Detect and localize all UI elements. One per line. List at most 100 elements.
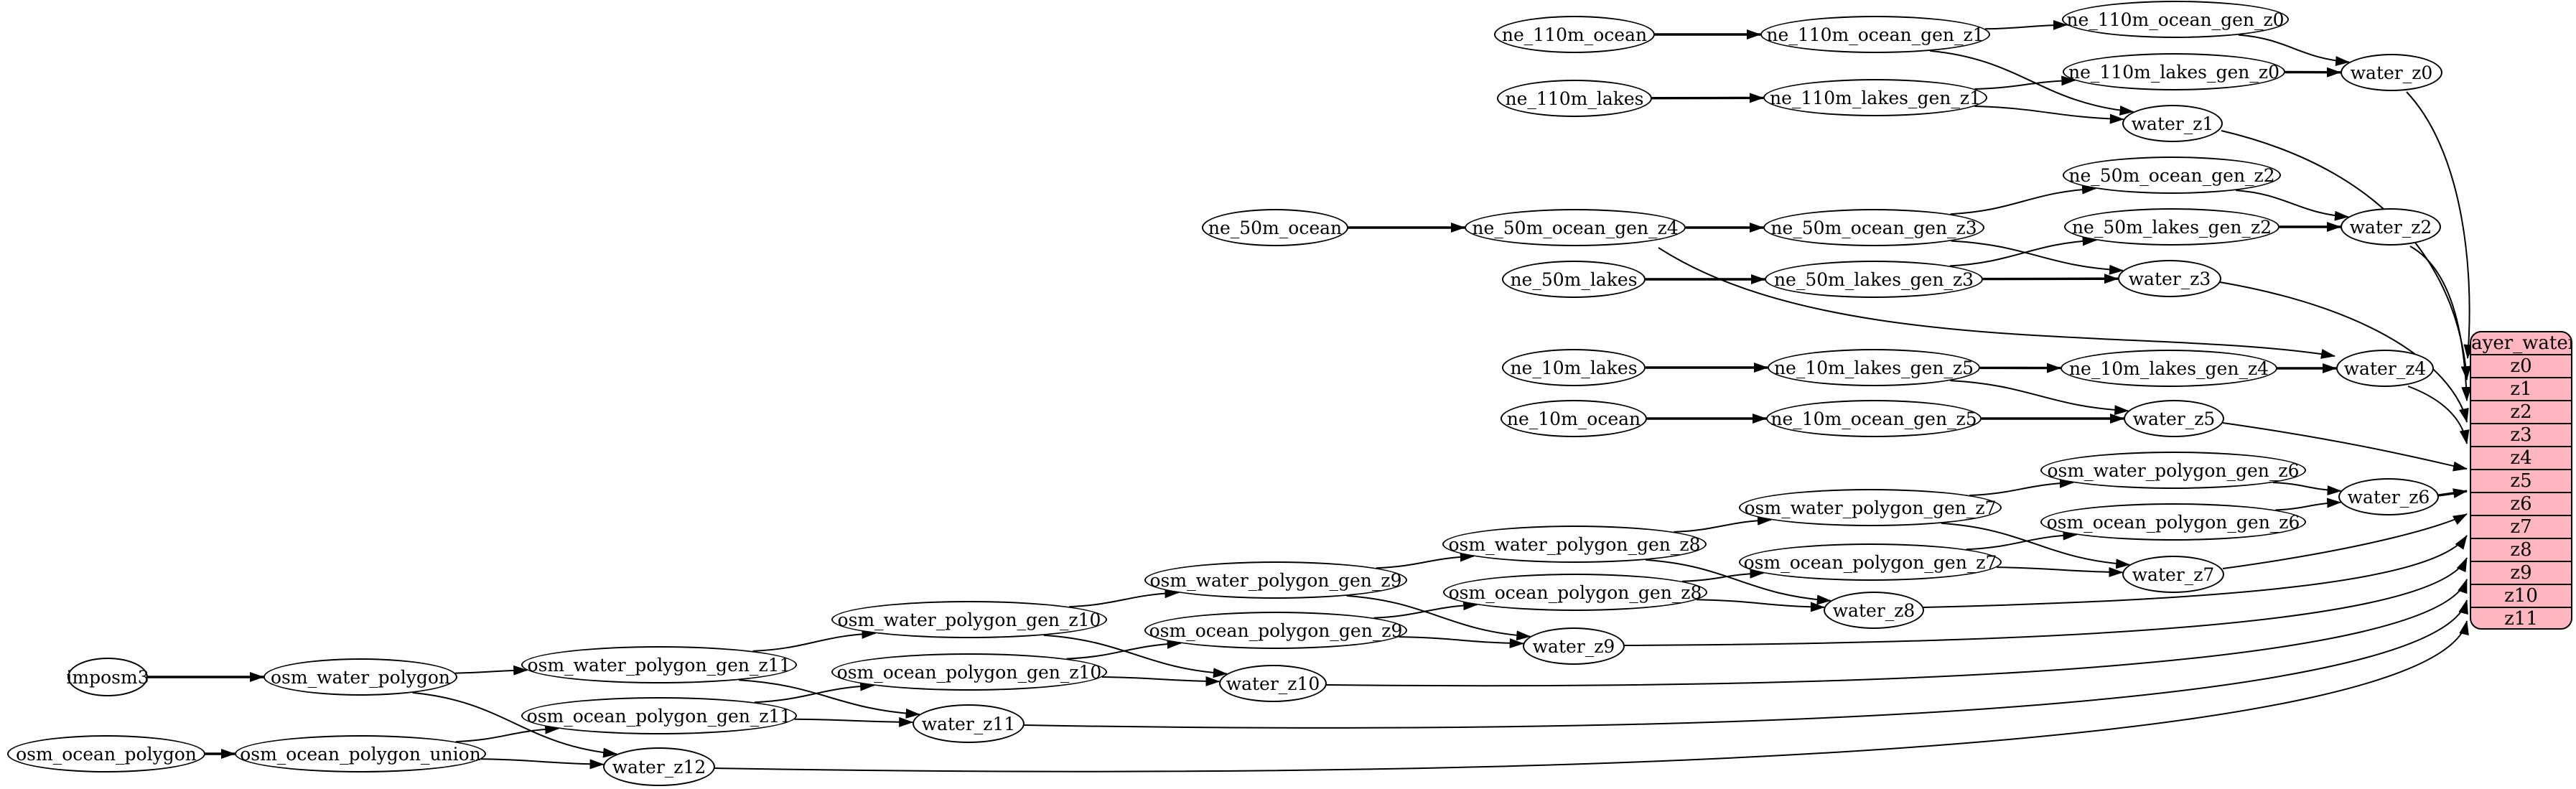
node-osm_water_polygon_gen_z8: osm_water_polygon_gen_z8	[1442, 526, 1707, 563]
node-ne_110m_lakes: ne_110m_lakes	[1497, 80, 1652, 117]
edge-osm_ocean_polygon_union-to-water_z12	[480, 758, 605, 770]
edge-osm_water_polygon_gen_z9-to-water_z9	[1346, 594, 1531, 641]
edge-ne_110m_lakes_gen_z1-to-water_z1	[1974, 106, 2124, 124]
node-water_z10: water_z10	[1219, 665, 1327, 702]
node-water_z3: water_z3	[2118, 260, 2221, 297]
node-ne_50m_lakes_gen_z3: ne_50m_lakes_gen_z3	[1765, 261, 1983, 298]
edge-ne_110m_lakes_gen_z1-to-ne_110m_lakes_gen_z0	[1974, 75, 2076, 90]
node-imposm3: imposm3	[66, 658, 149, 696]
edge-water_z4-to-layer_water-z4	[2407, 386, 2470, 444]
record-row-z0: z0	[2471, 354, 2571, 377]
node-water_z5: water_z5	[2124, 400, 2224, 437]
edge-osm_ocean_polygon_gen_z7-to-osm_ocean_polygon_gen_z6	[1966, 530, 2078, 551]
node-osm_water_polygon_gen_z11: osm_water_polygon_gen_z11	[521, 646, 797, 683]
node-water_z8: water_z8	[1824, 592, 1924, 629]
node-ne_110m_ocean_gen_z1: ne_110m_ocean_gen_z1	[1760, 16, 1990, 53]
node-osm_water_polygon_gen_z6: osm_water_polygon_gen_z6	[2040, 452, 2306, 489]
edge-water_z7-to-layer_water-z7	[2222, 513, 2468, 569]
node-osm_water_polygon_gen_z9: osm_water_polygon_gen_z9	[1144, 561, 1407, 599]
record-row-z3: z3	[2471, 423, 2571, 446]
edge-ne_50m_ocean_gen_z4-to-water_z4	[1658, 247, 2335, 359]
edge-osm_ocean_polygon_gen_z10-to-osm_ocean_polygon_gen_z9	[1066, 638, 1182, 660]
node-ne_50m_ocean_gen_z4: ne_50m_ocean_gen_z4	[1465, 209, 1686, 246]
edge-osm_water_polygon_gen_z8-to-osm_water_polygon_gen_z7	[1674, 515, 1772, 533]
node-ne_110m_ocean: ne_110m_ocean	[1494, 16, 1655, 53]
node-ne_10m_ocean_gen_z5: ne_10m_ocean_gen_z5	[1766, 400, 1982, 437]
node-osm_water_polygon_gen_z10: osm_water_polygon_gen_z10	[831, 601, 1107, 638]
node-ne_10m_lakes: ne_10m_lakes	[1502, 349, 1646, 386]
node-osm_water_polygon_gen_z7: osm_water_polygon_gen_z7	[1739, 489, 2002, 526]
node-osm_ocean_polygon_union: osm_ocean_polygon_union	[235, 735, 486, 772]
edge-water_z9-to-layer_water-z9	[1623, 557, 2468, 646]
edge-ne_110m_ocean_gen_z0-to-water_z0	[2238, 34, 2351, 67]
node-osm_ocean_polygon_gen_z11: osm_ocean_polygon_gen_z11	[521, 697, 797, 734]
edge-ne_50m_ocean_gen_z2-to-water_z2	[2236, 190, 2349, 221]
edge-osm_water_polygon-to-water_z12	[412, 691, 618, 758]
layer-water-record-node: layer_waterz0z1z2z3z4z5z6z7z8z9z10z11z12…	[2470, 331, 2572, 630]
edge-osm_ocean_polygon_gen_z6-to-water_z6	[2275, 498, 2342, 511]
node-ne_50m_ocean_gen_z3: ne_50m_ocean_gen_z3	[1763, 209, 1984, 246]
node-ne_110m_ocean_gen_z0: ne_110m_ocean_gen_z0	[2062, 1, 2289, 38]
edge-ne_110m_ocean_gen_z1-to-ne_110m_ocean_gen_z0	[1984, 19, 2068, 30]
record-row-z6: z6	[2471, 492, 2571, 515]
edge-osm_ocean_polygon_gen_z8-to-osm_ocean_polygon_gen_z7	[1682, 568, 1765, 582]
node-water_z12: water_z12	[603, 747, 715, 786]
edge-osm_ocean_polygon_union-to-osm_ocean_polygon_gen_z11	[455, 724, 560, 743]
record-row-z4: z4	[2471, 446, 2571, 469]
edge-osm_ocean_polygon_gen_z11-to-osm_ocean_polygon_gen_z10	[754, 681, 875, 704]
node-water_z4: water_z4	[2336, 350, 2434, 387]
node-water_z0: water_z0	[2341, 54, 2442, 91]
node-ne_50m_lakes: ne_50m_lakes	[1502, 261, 1646, 298]
edge-water_z12-to-layer_water-z12+	[714, 620, 2469, 772]
node-osm_ocean_polygon_gen_z9: osm_ocean_polygon_gen_z9	[1144, 612, 1407, 649]
edge-osm_ocean_polygon_gen_z9-to-osm_ocean_polygon_gen_z8	[1373, 600, 1478, 619]
edge-osm_water_polygon_gen_z6-to-water_z6	[2272, 482, 2342, 496]
edge-osm_water_polygon_gen_z9-to-osm_water_polygon_gen_z8	[1376, 551, 1475, 569]
edge-osm_ocean_polygon_gen_z11-to-water_z11	[794, 716, 914, 727]
node-water_z7: water_z7	[2122, 556, 2224, 593]
edge-water_z11-to-layer_water-z11	[1023, 599, 2468, 729]
node-water_z2: water_z2	[2341, 208, 2441, 246]
node-osm_water_polygon: osm_water_polygon	[263, 658, 457, 696]
edge-osm_water_polygon_gen_z7-to-water_z7	[1941, 522, 2131, 569]
edge-osm_water_polygon-to-osm_water_polygon_gen_z11	[455, 665, 528, 676]
edge-osm_ocean_polygon_gen_z8-to-water_z8	[1697, 599, 1825, 612]
node-osm_ocean_polygon_gen_z7: osm_ocean_polygon_gen_z7	[1739, 543, 2002, 581]
node-water_z1: water_z1	[2122, 105, 2223, 142]
edge-ne_110m_ocean_gen_z1-to-water_z1	[1930, 50, 2134, 116]
record-row-z11: z11	[2471, 607, 2571, 628]
record-row-z1: z1	[2471, 377, 2571, 400]
edge-water_z5-to-layer_water-z5	[2222, 422, 2468, 472]
edge-osm_water_polygon_gen_z7-to-osm_water_polygon_gen_z6	[1969, 477, 2074, 496]
record-row-z2: z2	[2471, 400, 2571, 423]
edge-water_z3-to-layer_water-z3	[2219, 281, 2469, 423]
edge-osm_water_polygon_gen_z10-to-osm_water_polygon_gen_z9	[1069, 588, 1180, 608]
record-title: layer_water	[2470, 332, 2572, 354]
record-row-z7: z7	[2471, 515, 2571, 538]
edge-ne_50m_lakes_gen_z3-to-ne_50m_lakes_gen_z2	[1949, 235, 2097, 267]
edge-osm_water_polygon_gen_z10-to-water_z10	[1043, 634, 1228, 678]
edge-osm_ocean_polygon_gen_z9-to-water_z9	[1399, 636, 1524, 648]
record-row-z8: z8	[2471, 538, 2571, 561]
node-ne_110m_lakes_gen_z0: ne_110m_lakes_gen_z0	[2063, 53, 2285, 90]
edge-osm_water_polygon_gen_z11-to-water_z11	[739, 679, 920, 719]
node-osm_ocean_polygon_gen_z10: osm_ocean_polygon_gen_z10	[831, 653, 1107, 691]
node-ne_10m_lakes_gen_z4: ne_10m_lakes_gen_z4	[2061, 350, 2277, 387]
node-water_z9: water_z9	[1523, 627, 1625, 665]
node-ne_50m_ocean_gen_z2: ne_50m_ocean_gen_z2	[2063, 157, 2281, 194]
record-row-z9: z9	[2471, 561, 2571, 584]
record-row-z10: z10	[2471, 584, 2571, 607]
node-ne_10m_lakes_gen_z5: ne_10m_lakes_gen_z5	[1768, 349, 1980, 386]
edge-water_z8-to-layer_water-z8	[1923, 535, 2468, 608]
edge-water_z0-to-layer_water-z0	[2406, 91, 2474, 359]
node-water_z11: water_z11	[913, 704, 1025, 743]
edge-osm_ocean_polygon_gen_z10-to-water_z10	[1101, 676, 1221, 686]
node-ne_50m_ocean: ne_50m_ocean	[1202, 209, 1348, 246]
edge-water_z6-to-layer_water-z6	[2437, 488, 2468, 499]
edge-water_z10-to-layer_water-z10	[1325, 579, 2468, 687]
edge-osm_ocean_polygon_gen_z7-to-water_z7	[1997, 566, 2124, 577]
edge-osm_water_polygon_gen_z11-to-osm_water_polygon_gen_z10	[752, 628, 877, 652]
node-osm_ocean_polygon_gen_z6: osm_ocean_polygon_gen_z6	[2040, 503, 2306, 541]
